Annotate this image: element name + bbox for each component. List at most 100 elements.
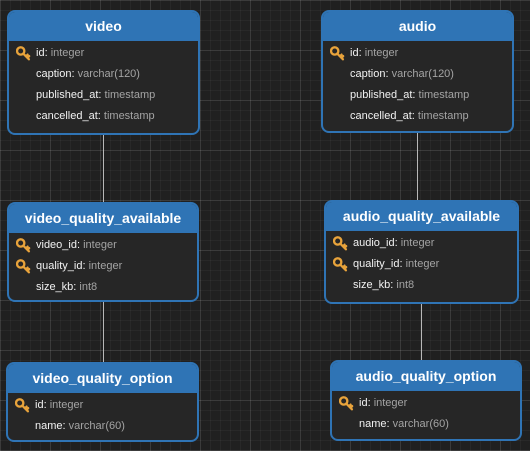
field-text: published_at: timestamp [36,89,156,101]
key-icon [333,236,348,251]
field-type: integer [50,47,85,59]
table-title: video_quality_available [9,204,197,233]
field-row[interactable]: size_kb: int8 [9,277,197,298]
field-name: id [35,399,44,411]
field-text: quality_id: integer [353,258,440,270]
field-text: id: integer [36,47,85,59]
field-name: size_kb [353,279,391,291]
key-icon [16,238,31,253]
field-row[interactable]: cancelled_at: timestamp [9,106,198,127]
field-type: int8 [79,281,98,293]
field-type: integer [88,260,123,272]
field-type: integer [364,47,399,59]
field-row[interactable]: name: varchar(60) [332,414,520,435]
field-name: name [359,418,387,430]
table-field-list: id: integer name: varchar(60) [8,393,197,437]
field-text: name: varchar(60) [359,418,449,430]
field-row[interactable]: caption: varchar(120) [9,64,198,85]
field-type: integer [49,399,84,411]
field-row[interactable]: name: varchar(60) [8,416,197,437]
table-field-list: id: integer caption: varchar(120) publis… [323,41,512,127]
field-type: integer [373,397,408,409]
table-title: video [9,12,198,41]
table-audio-quality-available[interactable]: audio_quality_available audio_id: intege… [324,200,519,304]
field-row[interactable]: quality_id: integer [326,254,517,275]
field-text: name: varchar(60) [35,420,125,432]
field-row[interactable]: id: integer [9,43,198,64]
field-type: varchar(120) [77,68,140,80]
field-row[interactable]: published_at: timestamp [9,85,198,106]
field-row[interactable]: video_id: integer [9,235,197,256]
key-icon [339,396,354,411]
field-type: timestamp [104,89,156,101]
field-name: size_kb [36,281,74,293]
field-type: varchar(60) [68,420,125,432]
key-icon [330,46,345,61]
table-field-list: id: integer name: varchar(60) [332,391,520,435]
field-name: id [350,47,359,59]
field-name: video_id [36,239,77,251]
field-name: published_at [36,89,99,101]
table-field-list: id: integer caption: varchar(120) publis… [9,41,198,127]
field-type: varchar(120) [391,68,454,80]
field-text: quality_id: integer [36,260,123,272]
field-type: integer [83,239,117,251]
field-text: id: integer [359,397,408,409]
field-type: int8 [396,279,415,291]
key-icon [16,259,31,274]
field-type: timestamp [418,89,470,101]
field-text: video_id: integer [36,239,117,251]
field-row[interactable]: id: integer [323,43,512,64]
field-type: integer [405,258,440,270]
field-name: id [36,47,45,59]
table-title: audio [323,12,512,41]
field-name: audio_id [353,237,395,249]
field-type: timestamp [103,110,155,122]
field-name: cancelled_at [36,110,98,122]
table-video[interactable]: video id: integer caption: varchar(120) … [7,10,200,135]
key-icon [16,46,31,61]
field-name: caption [36,68,72,80]
field-row[interactable]: id: integer [8,395,197,416]
field-row[interactable]: published_at: timestamp [323,85,512,106]
field-text: size_kb: int8 [36,281,98,293]
connector-audio-to-audio-quality-available [417,132,418,201]
field-row[interactable]: audio_id: integer [326,233,517,254]
table-field-list: audio_id: integer quality_id: integer si… [326,231,517,296]
connector-video-quality-available-to-video-quality-option [103,301,104,363]
field-name: name [35,420,63,432]
table-title: video_quality_option [8,364,197,393]
field-name: caption [350,68,386,80]
table-title: audio_quality_option [332,362,520,391]
field-text: published_at: timestamp [350,89,470,101]
table-audio-quality-option[interactable]: audio_quality_option id: integer name: v… [330,360,522,441]
field-type: timestamp [417,110,469,122]
field-text: caption: varchar(120) [350,68,454,80]
field-text: audio_id: integer [353,237,435,249]
table-title: audio_quality_available [326,202,517,231]
field-text: size_kb: int8 [353,279,415,291]
field-name: quality_id [353,258,400,270]
field-name: quality_id [36,260,83,272]
field-text: id: integer [35,399,84,411]
table-field-list: video_id: integer quality_id: integer si… [9,233,197,298]
field-row[interactable]: size_kb: int8 [326,275,517,296]
key-icon [15,398,30,413]
connector-audio-quality-available-to-audio-quality-option [421,303,422,361]
field-text: caption: varchar(120) [36,68,140,80]
field-row[interactable]: caption: varchar(120) [323,64,512,85]
table-video-quality-option[interactable]: video_quality_option id: integer name: v… [6,362,199,442]
field-name: cancelled_at [350,110,412,122]
table-video-quality-available[interactable]: video_quality_available video_id: intege… [7,202,199,302]
table-audio[interactable]: audio id: integer caption: varchar(120) … [321,10,514,133]
field-row[interactable]: quality_id: integer [9,256,197,277]
field-text: cancelled_at: timestamp [36,110,155,122]
field-name: id [359,397,368,409]
field-type: varchar(60) [392,418,449,430]
field-row[interactable]: cancelled_at: timestamp [323,106,512,127]
field-type: integer [400,237,435,249]
field-text: cancelled_at: timestamp [350,110,469,122]
field-row[interactable]: id: integer [332,393,520,414]
connector-video-to-video-quality-available [103,134,104,203]
